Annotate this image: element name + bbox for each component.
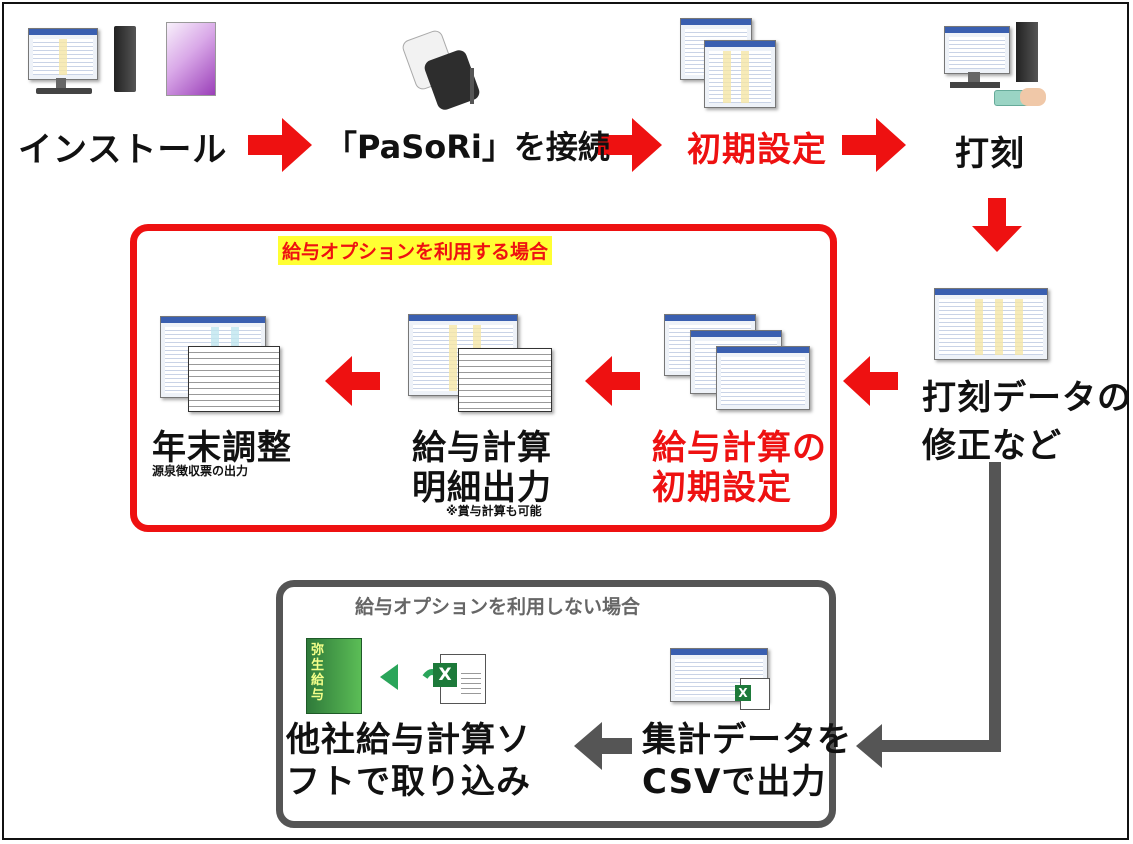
payroll-calc-line2: 明細出力 [412, 468, 552, 508]
settings-screen-icon [680, 18, 776, 108]
other-line2: フトで取り込み [286, 762, 531, 802]
step-install: インストール [18, 130, 228, 170]
arrow-modify-to-csv [856, 462, 1001, 768]
wavy-arrowhead [380, 664, 398, 690]
desktop-pc-icon [18, 20, 158, 100]
payroll-software-box-icon: 弥生給与 [306, 638, 362, 714]
other-line1: 他社給与計算ソ [286, 720, 531, 760]
arrow-connect-to-initial [598, 118, 662, 172]
arrow-initial-to-stamp [842, 118, 906, 172]
step-connect: 「PaSoRi」を接続 [325, 128, 610, 166]
arrow-csv-to-other [574, 722, 632, 770]
payroll-calc-line1: 給与計算 [412, 428, 552, 468]
step-initial: 初期設定 [687, 130, 827, 170]
step-stamp: 打刻 [955, 134, 1025, 174]
software-package-icon [166, 22, 216, 96]
payroll-option-title: 給与オプションを利用する場合 [278, 236, 553, 265]
excel-file-icon: X [735, 678, 770, 710]
payroll-init-line2: 初期設定 [652, 468, 792, 508]
payroll-calc-note: ※賞与計算も可能 [446, 504, 542, 518]
yearend-note: 源泉徴収票の出力 [152, 464, 249, 478]
csv-line1: 集計データを [642, 720, 852, 760]
modify-line2: 修正など [922, 426, 1062, 466]
payroll-option-box [130, 224, 837, 532]
yearend-title: 年末調整 [152, 428, 292, 468]
no-option-box [276, 580, 836, 828]
arrow-modify-to-init [843, 356, 898, 406]
no-option-title: 給与オプションを利用しない場合 [355, 596, 641, 618]
arrow-calc-to-yearend [325, 356, 380, 406]
arrow-install-to-connect [248, 118, 312, 172]
pc-with-card-icon [940, 18, 1050, 110]
card-reader-icon [400, 28, 500, 112]
csv-line2: CSVで出力 [642, 762, 827, 802]
arrow-init-to-calc [585, 356, 640, 406]
modify-line1: 打刻データの [922, 378, 1132, 418]
excel-file-icon: X [433, 654, 486, 704]
arrow-stamp-down [972, 198, 1022, 252]
payroll-init-line1: 給与計算の [652, 428, 827, 468]
